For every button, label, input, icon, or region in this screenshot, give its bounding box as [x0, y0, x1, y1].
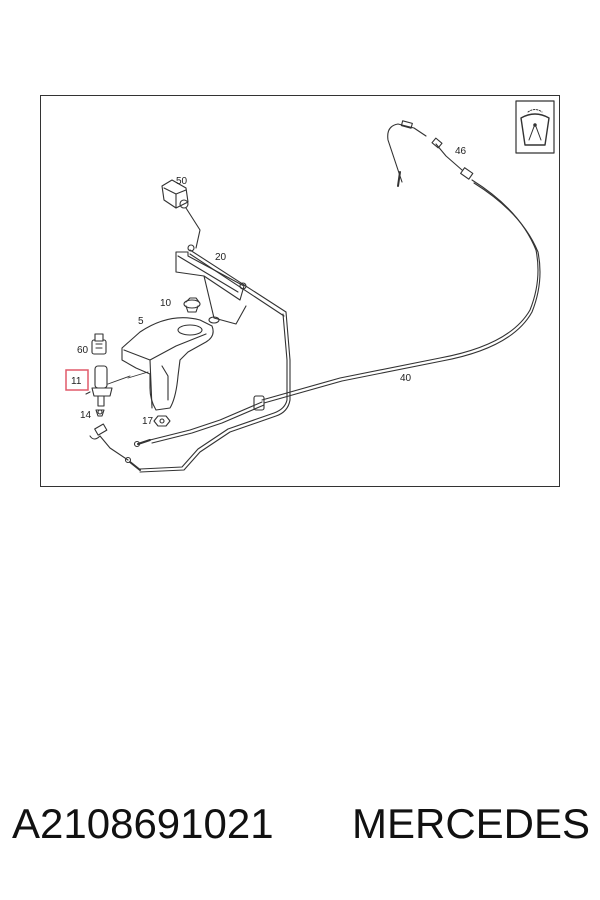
washer-pump-11	[85, 365, 131, 407]
callout-10: 10	[160, 298, 172, 309]
hose-46	[261, 120, 541, 404]
part-caption: A2108691021 MERCEDES	[0, 800, 600, 870]
washer-reservoir-5	[121, 317, 214, 411]
windshield-wiper-icon	[515, 100, 555, 154]
hose-40	[89, 311, 291, 473]
callout-11: 11	[71, 376, 82, 387]
highlight-box-11	[65, 369, 89, 391]
callout-14: 14	[80, 410, 92, 421]
connector-50	[161, 179, 201, 249]
callout-50: 50	[176, 176, 188, 187]
callout-60: 60	[77, 345, 89, 356]
callout-5: 5	[138, 316, 144, 327]
callout-17: 17	[142, 416, 154, 427]
connector-60	[91, 333, 107, 355]
part-number: A2108691021	[12, 800, 274, 847]
brand-name: MERCEDES	[352, 800, 591, 847]
callout-46: 46	[455, 146, 467, 157]
callout-40: 40	[400, 373, 412, 384]
filler-cap-10	[183, 297, 220, 324]
grommet-14	[95, 409, 105, 417]
nut-17	[153, 415, 171, 427]
bracket-20	[175, 244, 287, 325]
parts-diagram-frame	[40, 95, 560, 487]
callout-20: 20	[215, 252, 227, 263]
